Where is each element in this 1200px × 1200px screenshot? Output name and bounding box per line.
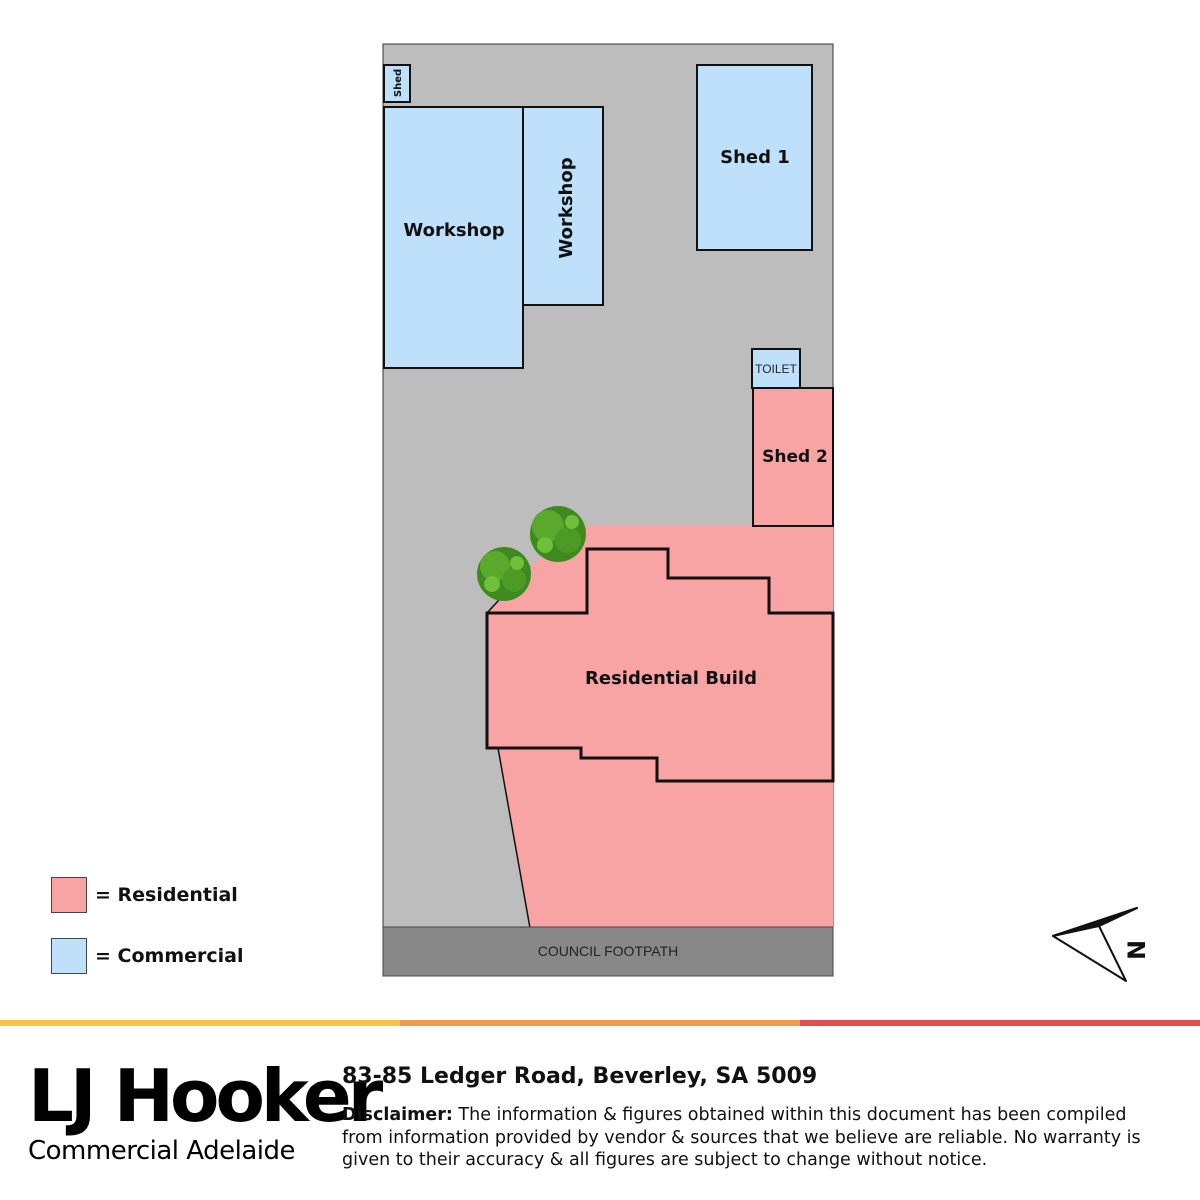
footer-stripe-yellow <box>0 1020 400 1026</box>
legend-commercial: = Commercial <box>51 938 244 974</box>
toilet-label: TOILET <box>755 362 797 376</box>
legend-residential-label: = Residential <box>95 884 238 906</box>
disclaimer: Disclaimer: The information & figures ob… <box>342 1104 1162 1172</box>
legend-commercial-swatch <box>51 938 87 974</box>
brand-name: LJ Hooker <box>28 1054 383 1138</box>
north-letter: N <box>1123 940 1151 960</box>
footer-stripe-orange <box>400 1020 800 1026</box>
tree-icon <box>477 547 531 601</box>
legend-residential: = Residential <box>51 877 238 913</box>
workshop-1-label: Workshop <box>403 220 504 241</box>
disclaimer-label: Disclaimer: <box>342 1105 453 1125</box>
workshop-2-building <box>522 106 604 306</box>
small-shed-building <box>383 64 411 103</box>
shed-1-building <box>696 64 813 251</box>
shed-2-building <box>752 387 834 527</box>
toilet-building <box>751 348 801 389</box>
shed-1-label: Shed 1 <box>720 147 790 168</box>
small-shed-label: Shed <box>393 69 404 97</box>
legend-residential-swatch <box>51 877 87 913</box>
footer-stripe-red <box>800 1020 1200 1026</box>
residential-lot-boundary <box>497 747 531 929</box>
residential-build-footprint <box>485 547 835 783</box>
site-plan: Residential Build Shed 2 TOILET Shed Wor… <box>382 43 1151 982</box>
disclaimer-text: The information & figures obtained withi… <box>342 1105 1141 1170</box>
brand-logo: LJ Hooker Commercial Adelaide <box>28 1054 383 1166</box>
legend-commercial-label: = Commercial <box>95 945 244 967</box>
property-address: 83-85 Ledger Road, Beverley, SA 5009 <box>342 1064 818 1089</box>
shed-2-label: Shed 2 <box>762 447 828 467</box>
council-footpath-label: COUNCIL FOOTPATH <box>538 943 679 959</box>
tree-icon <box>530 506 586 562</box>
council-footpath <box>382 926 834 977</box>
north-arrow-icon: N <box>1052 907 1151 982</box>
workshop-1-building <box>383 106 524 369</box>
residential-build-label: Residential Build <box>585 668 757 689</box>
brand-subtitle: Commercial Adelaide <box>28 1136 295 1166</box>
workshop-2-label: Workshop <box>556 157 577 258</box>
